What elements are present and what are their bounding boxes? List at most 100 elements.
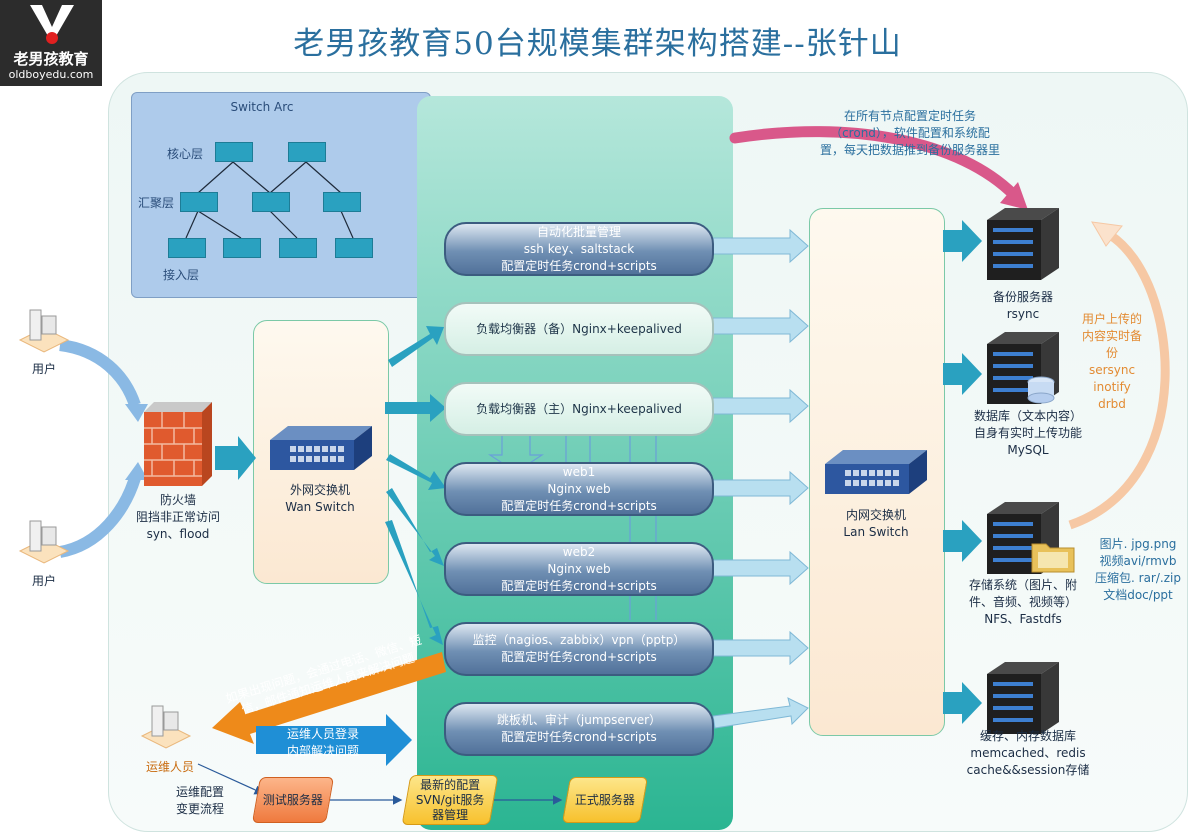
- lb-backup-title: 负载均衡器（备）Nginx+keepalived: [476, 321, 682, 336]
- ops-person-icon: [140, 705, 192, 749]
- cache-engines: memcached、redis: [970, 746, 1086, 760]
- upload-note-line4: sersync: [1088, 363, 1136, 377]
- upload-note-line1: 用户上传的: [1081, 312, 1142, 326]
- switch-arc-title: Switch Arc: [230, 100, 294, 114]
- ops-flow-label: 运维配置 变更流程: [160, 784, 240, 818]
- upload-note-line2: 内容实时备: [1081, 329, 1142, 343]
- wan-switch-title: 外网交换机: [289, 483, 350, 497]
- automation-title: 自动化批量管理: [536, 224, 621, 239]
- cache-server-icon: [987, 662, 1059, 734]
- storage-label: 存储系统（图片、附 件、音频、视频等） NFS、Fastdfs: [960, 577, 1086, 628]
- lan-switch-title: 内网交换机: [845, 508, 906, 522]
- web2-service: Nginx web: [547, 561, 611, 576]
- jumpserver-cron: 配置定时任务crond+scripts: [501, 730, 657, 744]
- backup-server-icon: [987, 208, 1059, 280]
- user-label-top: 用户: [31, 362, 56, 376]
- web2-title: web2: [562, 544, 596, 559]
- file-type-image: 图片. jpg.png: [1099, 537, 1177, 551]
- jumpserver-server: 跳板机、审计（jumpserver） 配置定时任务crond+scripts: [444, 702, 714, 756]
- ops-person-label: 运维人员: [145, 760, 194, 774]
- user-label-bottom: 用户: [31, 574, 56, 588]
- storage-types: 件、音频、视频等）: [968, 595, 1077, 609]
- web1-title: web1: [562, 464, 596, 479]
- cache-label: 缓存、内存数据库 memcached、redis cache&&session存…: [950, 728, 1106, 779]
- ops-login-line1: 运维人员登录: [286, 727, 359, 741]
- lan-switch-label: 内网交换机 Lan Switch: [809, 507, 943, 541]
- core-switch-2: [288, 142, 326, 162]
- access-switch-4: [335, 238, 373, 258]
- user-computer-icon: [18, 520, 70, 564]
- prod-server: 正式服务器: [561, 777, 649, 823]
- svn-server-line3: 器管理: [431, 807, 468, 822]
- storage-title: 存储系统（图片、附: [968, 578, 1077, 592]
- backup-server-tool: rsync: [1006, 307, 1040, 321]
- cache-purpose: cache&&session存储: [966, 763, 1090, 777]
- upload-note: 用户上传的 内容实时备 份 sersync inotify drbd: [1074, 311, 1150, 413]
- file-type-archive: 压缩包. rar/.zip: [1095, 571, 1181, 585]
- web1-cron: 配置定时任务crond+scripts: [501, 498, 657, 513]
- monitor-title: 监控（nagios、zabbix）vpn（pptp）: [472, 633, 686, 647]
- database-title: 数据库（文本内容）: [973, 409, 1082, 423]
- upload-note-line3: 份: [1105, 346, 1118, 360]
- access-switch-1: [168, 238, 206, 258]
- lb-master-title: 负载均衡器（主）Nginx+keepalived: [476, 401, 682, 416]
- svn-server: 最新的配置 SVN/git服务 器管理: [401, 775, 499, 825]
- prod-server-label: 正式服务器: [574, 792, 635, 807]
- firewall-icon: [144, 402, 212, 486]
- firewall-title: 防火墙: [159, 493, 196, 507]
- wan-switch-icon: [270, 426, 372, 470]
- access-layer-label: 接入层: [163, 268, 200, 282]
- cron-note-line3: 置，每天把数据推到备份服务器里: [819, 143, 1000, 157]
- automation-tools: ssh key、saltstack: [523, 241, 635, 256]
- folder-icon: [1031, 543, 1075, 573]
- test-server-label: 测试服务器: [262, 792, 323, 807]
- page-title: 老男孩教育50台规模集群架构搭建--张针山: [293, 26, 902, 62]
- test-server: 测试服务器: [251, 777, 335, 823]
- backup-server-title: 备份服务器: [992, 290, 1053, 304]
- file-type-video: 视频avi/rmvb: [1099, 554, 1177, 568]
- automation-cron: 配置定时任务crond+scripts: [501, 258, 657, 273]
- user-computer-icon: [18, 309, 70, 353]
- aggregation-switch-2: [252, 192, 290, 212]
- file-type-document: 文档doc/ppt: [1103, 588, 1173, 602]
- backup-server-label: 备份服务器 rsync: [960, 289, 1086, 323]
- ops-flow-line2: 变更流程: [175, 802, 224, 816]
- firewall-attacks: syn、flood: [146, 527, 210, 541]
- automation-server: 自动化批量管理 ssh key、saltstack 配置定时任务crond+sc…: [444, 222, 714, 276]
- aggregation-switch-3: [323, 192, 361, 212]
- database-server-icon: [987, 332, 1059, 404]
- ops-login-note: 运维人员登录 内部解决问题: [262, 726, 384, 760]
- access-switch-3: [279, 238, 317, 258]
- database-label: 数据库（文本内容） 自身有实时上传功能 MySQL: [955, 408, 1101, 459]
- core-layer-label: 核心层: [167, 147, 204, 161]
- web2-cron: 配置定时任务crond+scripts: [501, 578, 657, 593]
- access-switch-2: [223, 238, 261, 258]
- aggregation-switch-1: [180, 192, 218, 212]
- lb-master-server: 负载均衡器（主）Nginx+keepalived: [444, 382, 714, 436]
- aggregation-layer-label: 汇聚层: [138, 196, 175, 210]
- monitor-cron: 配置定时任务crond+scripts: [501, 650, 657, 664]
- wan-switch-subtitle: Wan Switch: [285, 500, 355, 514]
- core-switch-1: [215, 142, 253, 162]
- database-engine: MySQL: [1007, 443, 1049, 457]
- ops-login-line2: 内部解决问题: [286, 744, 359, 758]
- cache-title: 缓存、内存数据库: [979, 729, 1076, 743]
- firewall-label: 防火墙 阻挡非正常访问 syn、flood: [118, 492, 238, 543]
- cron-note-line1: 在所有节点配置定时任务: [843, 109, 976, 123]
- logo-url: oldboyedu.com: [8, 68, 94, 81]
- storage-engine: NFS、Fastdfs: [984, 612, 1062, 626]
- web1-server: web1 Nginx web 配置定时任务crond+scripts: [444, 462, 714, 516]
- wan-switch-label: 外网交换机 Wan Switch: [253, 482, 387, 516]
- lan-switch-subtitle: Lan Switch: [843, 525, 909, 539]
- svn-server-line2: SVN/git服务: [415, 792, 485, 807]
- lb-backup-server: 负载均衡器（备）Nginx+keepalived: [444, 302, 714, 356]
- database-desc: 自身有实时上传功能: [973, 426, 1082, 440]
- web1-service: Nginx web: [547, 481, 611, 496]
- cron-note-line2: （crond），软件配置和系统配: [830, 126, 990, 140]
- file-types: 图片. jpg.png 视频avi/rmvb 压缩包. rar/.zip 文档d…: [1088, 536, 1188, 604]
- lan-switch-icon: [825, 450, 927, 494]
- logo-v-icon: [30, 5, 74, 44]
- svn-server-line1: 最新的配置: [419, 777, 480, 792]
